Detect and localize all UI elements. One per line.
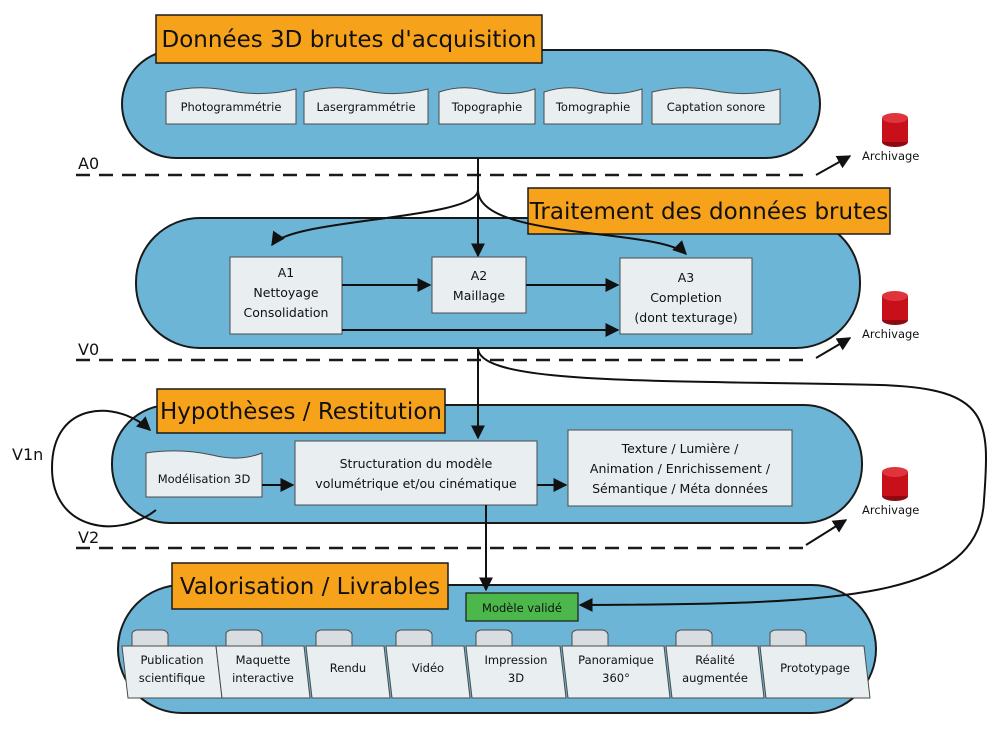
processing-title: Traitement des données brutes [527, 187, 891, 235]
deliverable-folder: Rendu [305, 629, 391, 699]
svg-text:Modèle validé: Modèle validé [482, 601, 562, 615]
modeling-box: Modélisation 3D [145, 450, 263, 498]
deliverable-folder: Panoramique 360° [561, 629, 671, 699]
deliverable-folder: Impression 3D [465, 629, 567, 699]
processing-step-a1: A1 Nettoyage Consolidation [229, 256, 343, 335]
deliverable-label: Vidéo [412, 661, 444, 675]
svg-text:Modélisation 3D: Modélisation 3D [158, 472, 251, 486]
deliverable-label: Réalité [695, 653, 735, 667]
svg-text:Archivage: Archivage [862, 503, 919, 517]
level-label-v1n: V1n [12, 445, 43, 464]
deliverable-label: scientifique [139, 671, 205, 685]
deliverable-folder: Réalité augmentée [665, 629, 765, 699]
svg-text:Animation / Enrichissement /: Animation / Enrichissement / [590, 461, 771, 476]
archive-arrow-v0 [815, 337, 852, 359]
validated-model-box: Modèle validé [465, 592, 579, 622]
acquisition-item-label: Photogrammétrie [181, 100, 282, 114]
acquisition-item-label: Lasergrammétrie [316, 100, 415, 114]
svg-text:Données 3D brutes d'acquisitio: Données 3D brutes d'acquisition [162, 27, 537, 53]
deliverable-label: interactive [232, 671, 294, 685]
archive-cylinder-icon [882, 113, 908, 147]
deliverable-folder: Prototypage [759, 629, 871, 699]
acquisition-item-label: Topographie [451, 100, 522, 114]
level-label-v2: V2 [78, 528, 99, 547]
svg-text:Sémantique / Méta données: Sémantique / Méta données [592, 481, 768, 496]
svg-text:volumétrique et/ou cinématique: volumétrique et/ou cinématique [315, 476, 517, 491]
deliverable-label: Publication [140, 653, 203, 667]
level-label-a0: A0 [78, 154, 99, 173]
svg-text:Archivage: Archivage [862, 149, 919, 163]
level-label-v0: V0 [78, 340, 99, 359]
svg-text:A2: A2 [471, 268, 488, 283]
acquisition-title: Données 3D brutes d'acquisition [155, 14, 543, 64]
archive-v2: Archivage [805, 467, 919, 546]
processing-step-a3: A3 Completion (dont texturage) [619, 257, 753, 335]
svg-text:Consolidation: Consolidation [244, 305, 329, 320]
svg-text:Valorisation / Livrables: Valorisation / Livrables [180, 574, 440, 600]
svg-text:Completion: Completion [650, 290, 722, 305]
acquisition-item: Lasergrammétrie [303, 87, 429, 125]
valorisation-title: Valorisation / Livrables [171, 562, 449, 610]
deliverable-label: Maquette [236, 653, 291, 667]
acquisition-item: Topographie [438, 87, 536, 125]
acquisition-item: Photogrammétrie [165, 87, 297, 125]
deliverable-label: Prototypage [780, 661, 850, 675]
arrow-to-validated-model [477, 347, 988, 612]
deliverable-folder: Vidéo [385, 629, 471, 699]
deliverable-label: Impression [485, 653, 548, 667]
svg-text:A3: A3 [678, 270, 695, 285]
archive-arrow-a0 [815, 155, 852, 176]
processing-step-a2: A2 Maillage [431, 256, 527, 314]
acquisition-items: Photogrammétrie Lasergrammétrie Topographi… [165, 87, 781, 125]
v1n-loop-arrow [50, 409, 157, 528]
deliverable-folder: Publication scientifique [121, 629, 223, 699]
archive-cylinder-icon [882, 467, 908, 501]
acquisition-item: Captation sonore [651, 87, 781, 125]
deliverable-label: Rendu [330, 661, 366, 675]
svg-text:Maillage: Maillage [453, 288, 505, 303]
archive-arrow-v2 [805, 519, 848, 546]
svg-text:Hypothèses / Restitution: Hypothèses / Restitution [160, 399, 442, 425]
acquisition-item: Tomographie [543, 87, 643, 125]
enrichment-box: Texture / Lumière / Animation / Enrichis… [567, 429, 793, 507]
structuring-box: Structuration du modèle volumétrique et/… [294, 440, 538, 506]
deliverable-folder: Maquette interactive [215, 629, 311, 699]
deliverables: Publication scientifique Maquette interacti… [121, 629, 871, 699]
svg-text:Traitement des données brutes: Traitement des données brutes [529, 199, 889, 225]
deliverable-label: 360° [602, 671, 630, 685]
archive-a0: Archivage [815, 113, 919, 176]
acquisition-item-label: Captation sonore [667, 100, 766, 114]
acquisition-item-label: Tomographie [555, 100, 630, 114]
branch-arrow-a1 [271, 158, 479, 247]
svg-text:(dont texturage): (dont texturage) [634, 310, 737, 325]
deliverable-label: Panoramique [578, 653, 654, 667]
deliverable-label: 3D [508, 671, 524, 685]
archive-v0: Archivage [815, 291, 919, 359]
svg-text:Nettoyage: Nettoyage [253, 285, 318, 300]
svg-text:Texture / Lumière /: Texture / Lumière / [621, 441, 739, 456]
svg-text:Archivage: Archivage [862, 327, 919, 341]
branch-arrow-a3 [477, 189, 687, 255]
hypotheses-title: Hypothèses / Restitution [156, 388, 446, 434]
svg-text:Structuration du modèle: Structuration du modèle [340, 456, 493, 471]
svg-text:A1: A1 [278, 265, 295, 280]
archive-cylinder-icon [882, 291, 908, 325]
deliverable-label: augmentée [682, 671, 748, 685]
